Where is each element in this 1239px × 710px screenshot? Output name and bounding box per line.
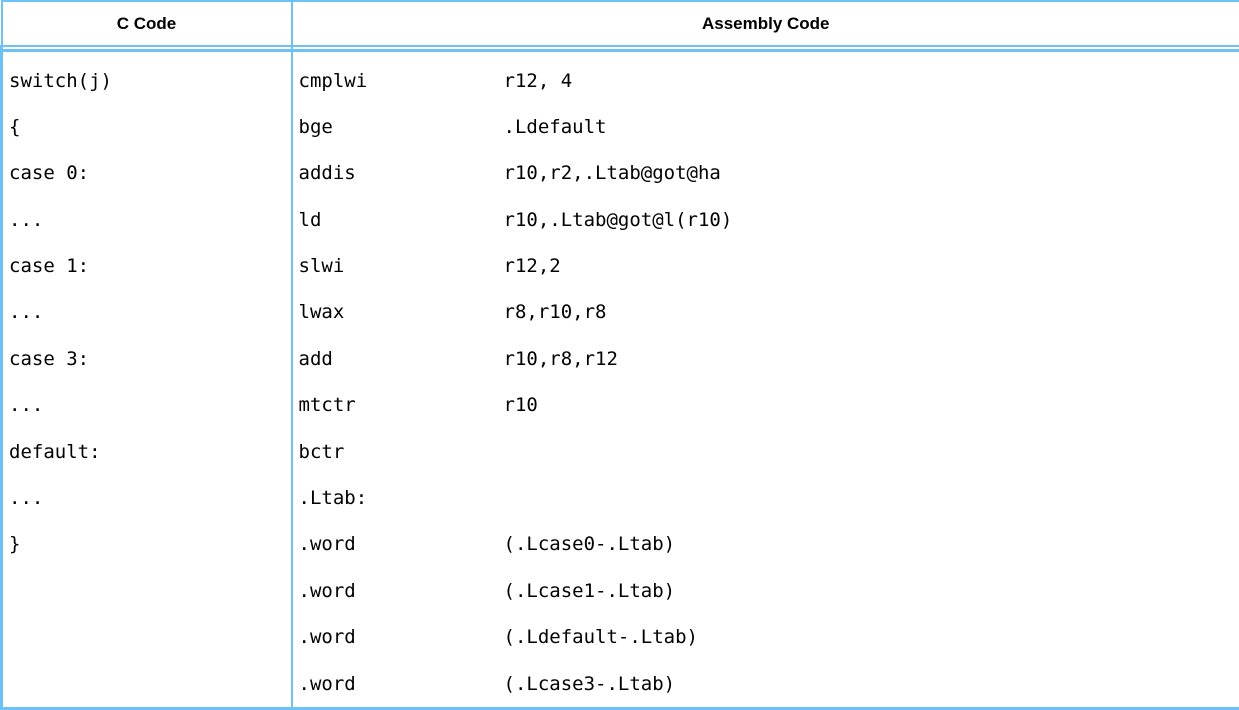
cell-c-code: switch(j){case 0:...case 1:...case 3:...… bbox=[2, 50, 292, 708]
assembly-mnemonic: .Ltab: bbox=[299, 475, 504, 521]
assembly-operand: (.Lcase0-.Ltab) bbox=[504, 521, 676, 567]
assembly-operand: (.Ldefault-.Ltab) bbox=[504, 614, 698, 660]
assembly-code-line: .word(.Lcase3-.Ltab) bbox=[299, 661, 1239, 707]
table-header: C Code Assembly Code bbox=[2, 1, 1239, 50]
assembly-mnemonic: cmplwi bbox=[299, 58, 504, 104]
assembly-mnemonic: slwi bbox=[299, 243, 504, 289]
assembly-mnemonic: bctr bbox=[299, 429, 504, 475]
c-code-line: case 1: bbox=[9, 243, 291, 289]
c-code-line: default: bbox=[9, 429, 291, 475]
assembly-code-line: .word(.Ldefault-.Ltab) bbox=[299, 614, 1239, 660]
assembly-operand: r10,.Ltab@got@l(r10) bbox=[504, 197, 733, 243]
table-body: switch(j){case 0:...case 1:...case 3:...… bbox=[2, 50, 1239, 708]
assembly-operand: r10,r2,.Ltab@got@ha bbox=[504, 150, 721, 196]
assembly-mnemonic: mtctr bbox=[299, 382, 504, 428]
assembly-mnemonic: addis bbox=[299, 150, 504, 196]
assembly-mnemonic: .word bbox=[299, 568, 504, 614]
content-row: switch(j){case 0:...case 1:...case 3:...… bbox=[2, 50, 1239, 708]
assembly-operand: r10 bbox=[504, 382, 538, 428]
assembly-operand: r10,r8,r12 bbox=[504, 336, 618, 382]
assembly-mnemonic: .word bbox=[299, 614, 504, 660]
assembly-code-line: bctr bbox=[299, 429, 1239, 475]
assembly-mnemonic: add bbox=[299, 336, 504, 382]
c-code-line: ... bbox=[9, 382, 291, 428]
assembly-mnemonic: .word bbox=[299, 521, 504, 567]
c-code-line: ... bbox=[9, 475, 291, 521]
assembly-operand: r8,r10,r8 bbox=[504, 289, 607, 335]
assembly-code-line: .Ltab: bbox=[299, 475, 1239, 521]
assembly-operand: (.Lcase1-.Ltab) bbox=[504, 568, 676, 614]
assembly-code-line: .word(.Lcase0-.Ltab) bbox=[299, 521, 1239, 567]
assembly-operand: r12, 4 bbox=[504, 58, 573, 104]
assembly-operand: (.Lcase3-.Ltab) bbox=[504, 661, 676, 707]
c-code-line: ... bbox=[9, 197, 291, 243]
assembly-operand: r12,2 bbox=[504, 243, 561, 289]
column-header-assembly-code: Assembly Code bbox=[292, 1, 1239, 46]
assembly-code-line: .word(.Lcase1-.Ltab) bbox=[299, 568, 1239, 614]
assembly-mnemonic: ld bbox=[299, 197, 504, 243]
c-code-listing: switch(j){case 0:...case 1:...case 3:...… bbox=[3, 52, 291, 568]
c-code-line: case 0: bbox=[9, 150, 291, 196]
column-header-c-code: C Code bbox=[2, 1, 292, 46]
header-row: C Code Assembly Code bbox=[2, 1, 1239, 46]
c-code-line: } bbox=[9, 521, 291, 567]
c-code-line: case 3: bbox=[9, 336, 291, 382]
assembly-mnemonic: .word bbox=[299, 661, 504, 707]
assembly-operand: .Ldefault bbox=[504, 104, 607, 150]
assembly-mnemonic: lwax bbox=[299, 289, 504, 335]
c-code-line: { bbox=[9, 104, 291, 150]
assembly-code-line: bge.Ldefault bbox=[299, 104, 1239, 150]
assembly-mnemonic: bge bbox=[299, 104, 504, 150]
c-code-line: ... bbox=[9, 289, 291, 335]
c-code-line: switch(j) bbox=[9, 58, 291, 104]
